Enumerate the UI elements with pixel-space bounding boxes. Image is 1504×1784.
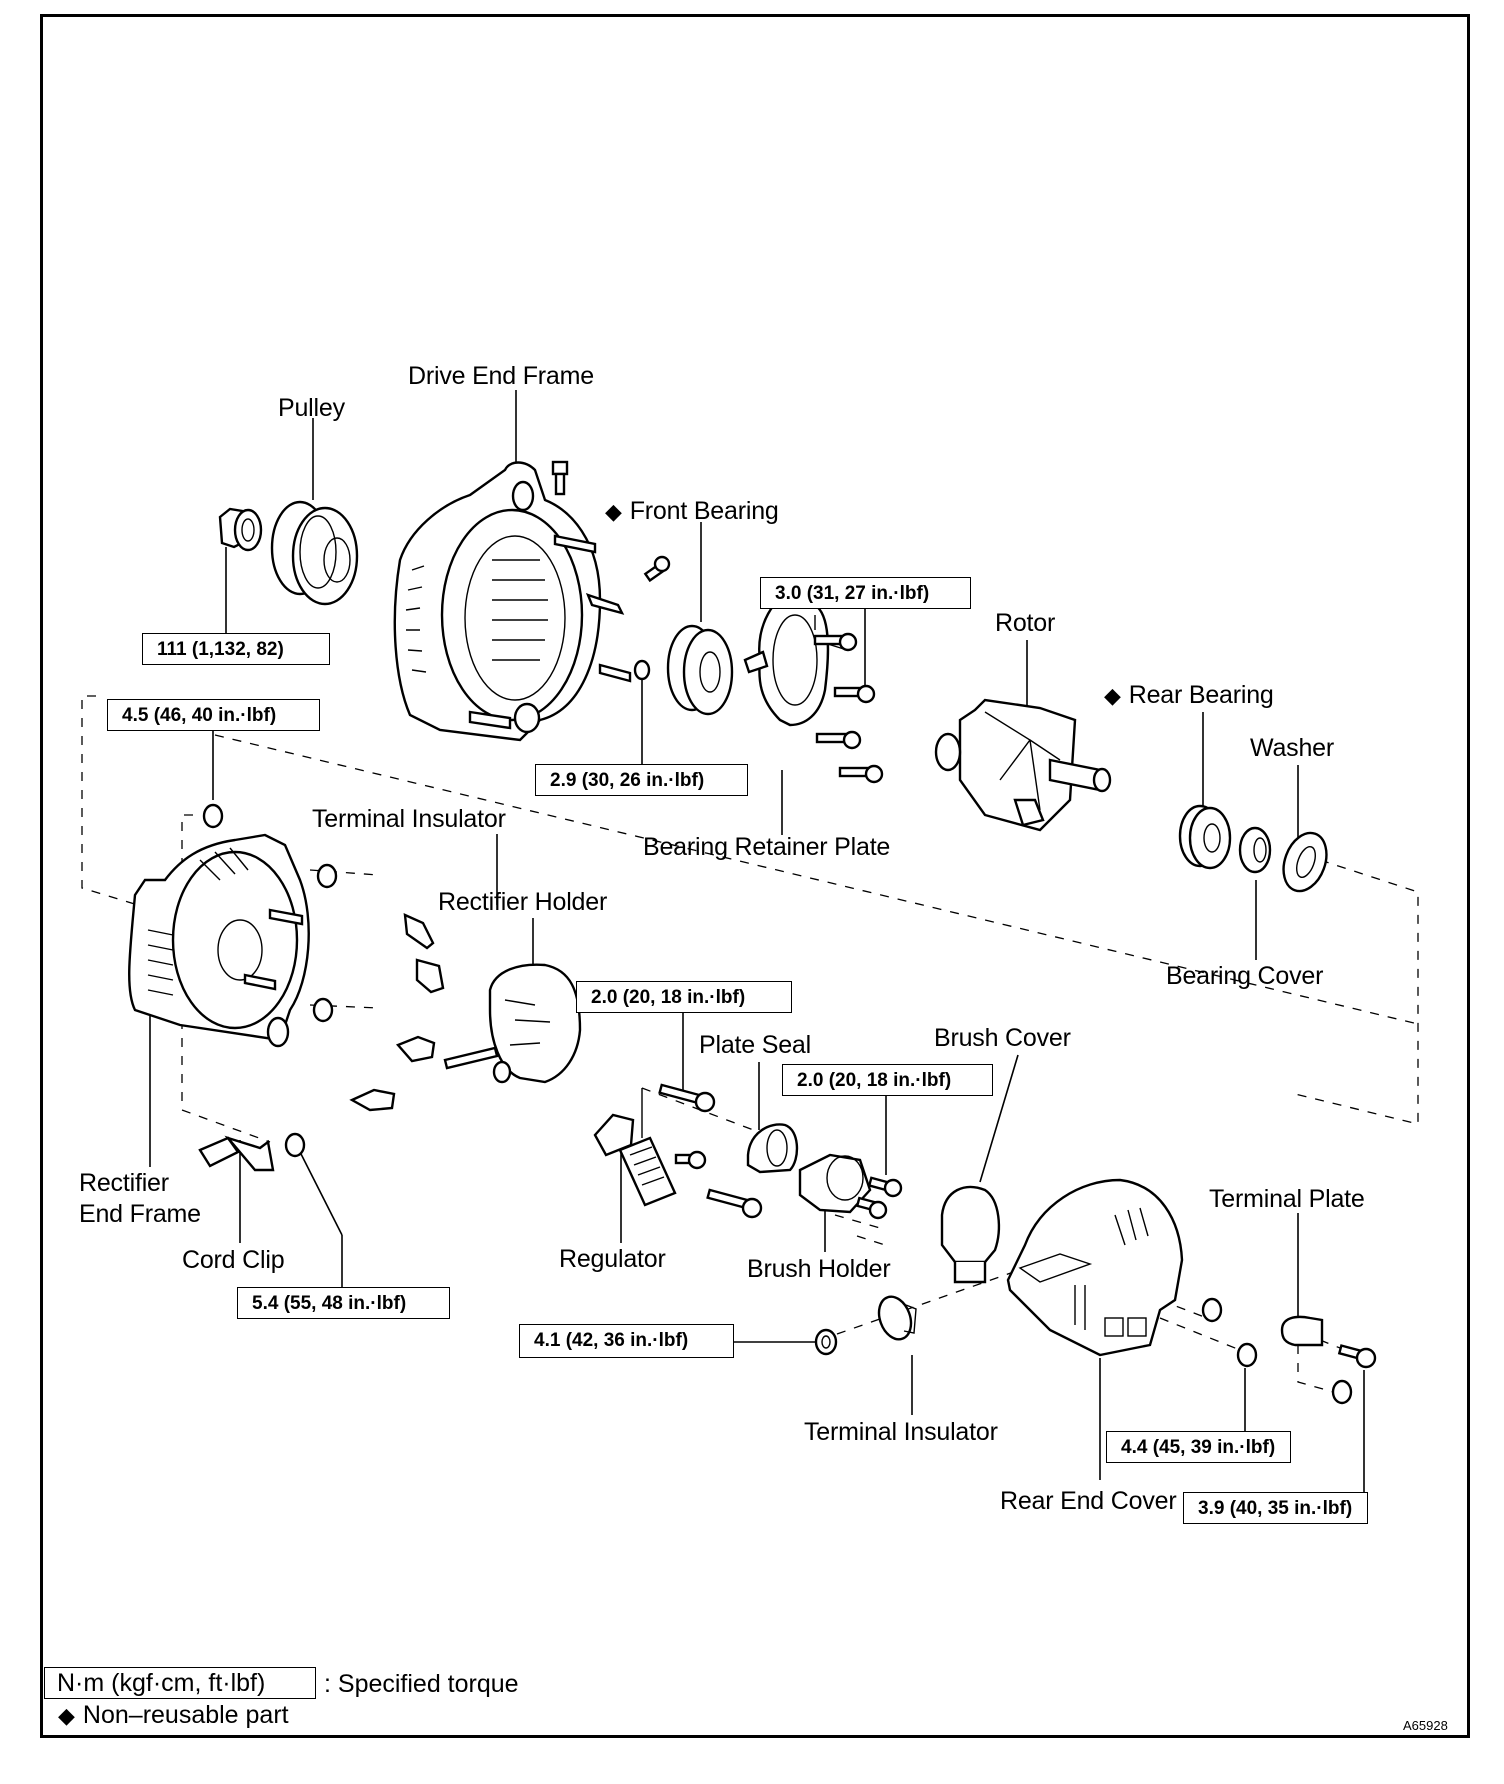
torque-pulley-nut: 111 (1,132, 82): [142, 633, 330, 665]
torque-cord-clip-nut: 5.4 (55, 48 in.·lbf): [237, 1287, 450, 1319]
legend-torque-desc: : Specified torque: [324, 1670, 519, 1698]
label-front-bearing: ◆ Front Bearing: [605, 499, 779, 524]
rear-cover-nuts: [1201, 1297, 1258, 1368]
label-rectifier-end-frame-1: Rectifier: [79, 1169, 169, 1197]
rear-end-cover: [1006, 1178, 1184, 1357]
regulator-screws: [641, 1083, 763, 1219]
terminal-nut: [814, 1328, 838, 1356]
brush-holder-screws: [855, 1176, 903, 1220]
drive-frame-bolt-top: [551, 460, 569, 496]
label-terminal-plate: Terminal Plate: [1209, 1185, 1365, 1213]
terminal-insulator-lower: [877, 1295, 917, 1341]
terminal-plate-bolt: [1337, 1344, 1377, 1369]
torque-regulator-screw: 2.0 (20, 18 in.·lbf): [576, 981, 792, 1013]
rectifier-frame-nuts: [202, 803, 338, 1023]
retainer-plate-screws: [813, 615, 884, 784]
rear-bearing-text: Rear Bearing: [1128, 681, 1274, 709]
bearing-cover: [1238, 826, 1272, 874]
insulator-piece-4: [349, 1088, 396, 1112]
label-rear-bearing: ◆ Rear Bearing: [1104, 683, 1274, 708]
label-brush-cover: Brush Cover: [934, 1024, 1071, 1052]
rectifier-end-frame: [128, 833, 310, 1048]
cord-clip: [198, 1135, 275, 1172]
rear-bearing: [1178, 804, 1232, 870]
terminal-insulator-upper: [403, 913, 435, 950]
washer: [1282, 831, 1328, 893]
torque-drive-frame-terminal: 2.9 (30, 26 in.·lbf): [535, 764, 748, 796]
pulley-nut: [218, 507, 263, 552]
legend-torque-unit-box: N·m (kgf·cm, ft·lbf): [44, 1667, 316, 1699]
torque-rear-cover-nut: 4.4 (45, 39 in.·lbf): [1106, 1431, 1291, 1463]
front-bearing-text: Front Bearing: [629, 497, 779, 525]
label-brush-holder: Brush Holder: [747, 1255, 891, 1283]
torque-retainer-plate-screw: 3.0 (31, 27 in.·lbf): [760, 577, 971, 609]
label-rectifier-end-frame-2: End Frame: [79, 1200, 201, 1228]
label-pulley: Pulley: [278, 394, 345, 422]
terminal-plate-nut: [1331, 1379, 1353, 1405]
brush-cover: [940, 1185, 1001, 1284]
non-reusable-icon: ◆: [605, 499, 622, 524]
non-reusable-icon: ◆: [1104, 683, 1121, 708]
label-rectifier-holder: Rectifier Holder: [438, 888, 608, 916]
label-bearing-retainer-plate: Bearing Retainer Plate: [643, 833, 891, 861]
bearing-retainer-plate: [743, 588, 830, 727]
drive-frame-bolt-small: [643, 555, 671, 583]
label-terminal-insulator-upper: Terminal Insulator: [312, 805, 506, 833]
label-bearing-cover: Bearing Cover: [1166, 962, 1324, 990]
drive-end-frame: [393, 461, 632, 742]
front-bearing: [666, 624, 734, 716]
torque-brush-holder-screw: 2.0 (20, 18 in.·lbf): [782, 1064, 993, 1096]
legend-non-reusable-text: Non–reusable part: [82, 1701, 289, 1729]
label-regulator: Regulator: [559, 1245, 666, 1273]
torque-rectifier-frame-nut: 4.5 (46, 40 in.·lbf): [107, 699, 320, 731]
label-cord-clip: Cord Clip: [182, 1246, 285, 1274]
diagram-frame: [40, 14, 1470, 1738]
terminal-plate: [1280, 1315, 1324, 1347]
assembly-dashed-lines: [81, 695, 1419, 1394]
torque-terminal-plate-bolt: 3.9 (40, 35 in.·lbf): [1183, 1492, 1368, 1524]
regulator: [593, 1113, 677, 1207]
pulley: [270, 500, 359, 606]
insulator-piece-3: [395, 1035, 436, 1063]
label-terminal-insulator-lower: Terminal Insulator: [804, 1418, 998, 1446]
label-washer: Washer: [1250, 734, 1335, 762]
legend-non-reusable: ◆ Non–reusable part: [58, 1703, 289, 1728]
torque-terminal-nut: 4.1 (42, 36 in.·lbf): [519, 1324, 734, 1358]
non-reusable-icon: ◆: [58, 1703, 75, 1728]
insulator-piece-2: [415, 958, 445, 994]
plate-seal: [746, 1123, 799, 1174]
drive-frame-terminal-nut: [633, 659, 651, 681]
label-drive-end-frame: Drive End Frame: [408, 362, 594, 390]
label-rear-end-cover: Rear End Cover: [1000, 1487, 1177, 1515]
label-plate-seal: Plate Seal: [699, 1031, 811, 1059]
rotor: [934, 698, 1112, 832]
label-rotor: Rotor: [995, 609, 1056, 637]
figure-id: A65928: [1403, 1718, 1448, 1733]
cord-clip-nut: [284, 1132, 306, 1158]
rectifier-holder: [443, 963, 582, 1084]
